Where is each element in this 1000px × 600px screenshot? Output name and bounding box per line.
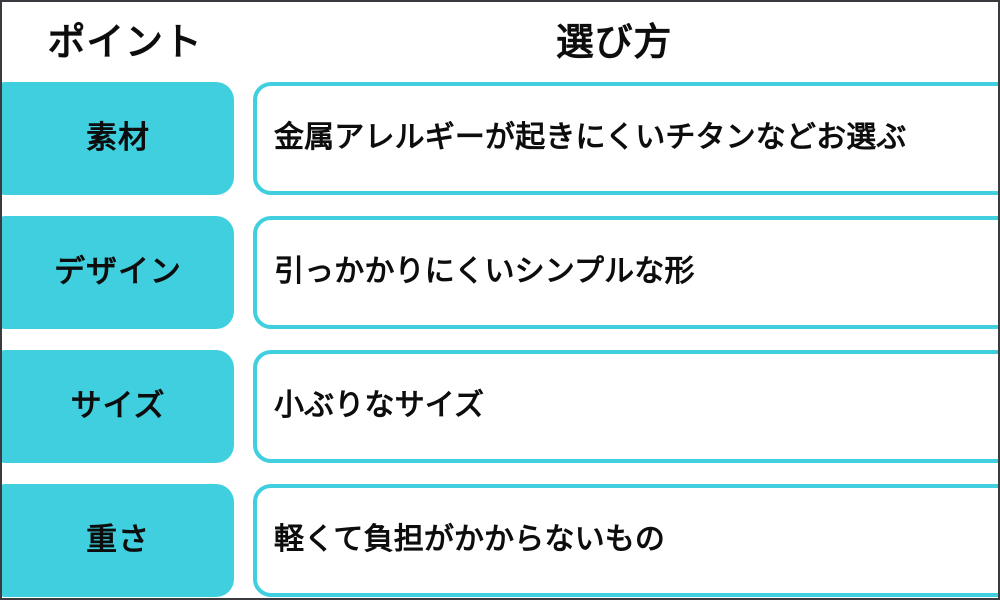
table-body: 素材 金属アレルギーが起きにくいチタンなどお選ぶ デザイン 引っかかりにくいシン… <box>2 82 998 598</box>
row-description-label: 金属アレルギーが起きにくいチタンなどお選ぶ <box>274 120 907 156</box>
table-row: デザイン 引っかかりにくいシンプルな形 <box>2 216 998 329</box>
row-point-label: 素材 <box>86 120 150 156</box>
row-description-cell: 小ぶりなサイズ <box>253 350 998 463</box>
row-point-label: 重さ <box>86 522 150 558</box>
row-point-badge: 重さ <box>2 484 234 597</box>
row-point-badge: デザイン <box>2 216 234 329</box>
table-row: 重さ 軽くて負担がかからないもの <box>2 484 998 597</box>
row-description-label: 軽くて負担がかからないもの <box>274 522 666 558</box>
row-gap <box>234 350 253 463</box>
row-point-label: サイズ <box>70 388 166 424</box>
row-description-cell: 金属アレルギーが起きにくいチタンなどお選ぶ <box>253 82 998 195</box>
header-label-point: ポイント <box>47 20 203 64</box>
row-description-label: 小ぶりなサイズ <box>274 388 485 424</box>
row-gap <box>234 82 253 195</box>
table-row: 素材 金属アレルギーが起きにくいチタンなどお選ぶ <box>2 82 998 195</box>
row-description-cell: 引っかかりにくいシンプルな形 <box>253 216 998 329</box>
header-label-how-to-choose: 選び方 <box>555 20 673 64</box>
header-cell-point: ポイント <box>2 2 248 82</box>
table-header-row: ポイント 選び方 <box>2 2 998 82</box>
row-description-label: 引っかかりにくいシンプルな形 <box>274 254 695 290</box>
row-description-cell: 軽くて負担がかからないもの <box>253 484 998 597</box>
row-gap <box>234 484 253 597</box>
row-point-badge: 素材 <box>2 82 234 195</box>
row-point-badge: サイズ <box>2 350 234 463</box>
header-cell-how-to-choose: 選び方 <box>248 2 998 82</box>
row-point-label: デザイン <box>54 254 182 290</box>
table-row: サイズ 小ぶりなサイズ <box>2 350 998 463</box>
row-gap <box>234 216 253 329</box>
